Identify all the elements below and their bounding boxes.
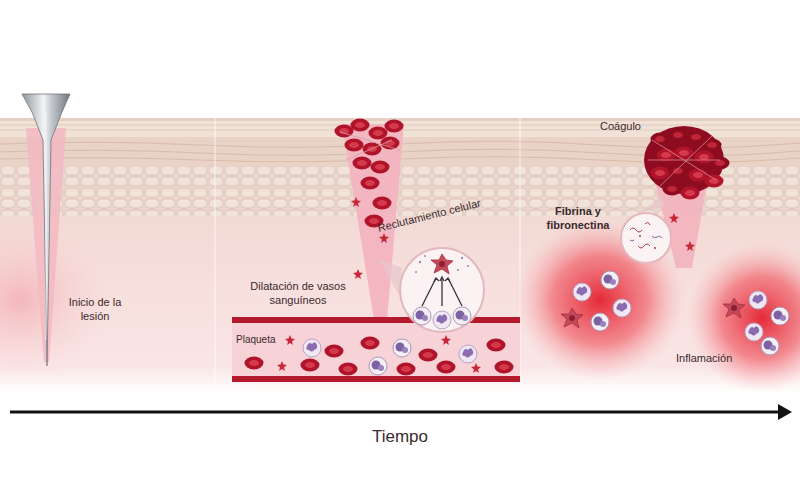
stage-label: Dilatación de vasos sanguíneos bbox=[228, 280, 368, 308]
inset-label: Reclutamiento celular bbox=[376, 197, 482, 236]
axis-label: Tiempo bbox=[372, 426, 428, 447]
recruitment-inset bbox=[378, 248, 484, 332]
time-axis bbox=[10, 404, 792, 420]
stage-label: Inflamación bbox=[676, 352, 732, 366]
part-label: Plaqueta bbox=[236, 334, 275, 347]
inset-label: Fibrina y fibronectina bbox=[542, 205, 614, 233]
needle-wound bbox=[22, 94, 70, 366]
part-label: Coágulo bbox=[600, 120, 641, 134]
stage-label: Inicio de la lesión bbox=[62, 296, 128, 324]
skin-layers bbox=[0, 118, 800, 394]
fibrin-inset bbox=[621, 196, 671, 263]
immune-cells bbox=[561, 271, 789, 355]
blood-vessel bbox=[232, 320, 520, 379]
